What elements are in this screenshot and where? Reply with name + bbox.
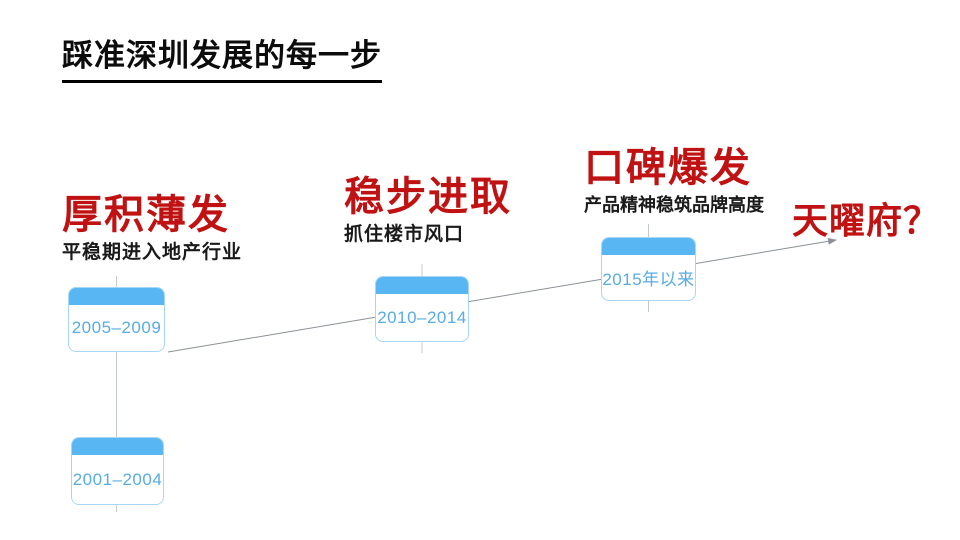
stage-4: 天曜府？: [792, 201, 940, 241]
stage-1-heading: 厚积薄发: [62, 193, 230, 237]
period-box-label: 2010–2014: [377, 307, 467, 327]
period-box-header: [376, 277, 468, 294]
stage-2-subtitle: 抓住楼市风口: [344, 224, 465, 245]
stage-1: 厚积薄发 平稳期进入地产行业: [62, 193, 242, 264]
stage-2-heading: 稳步进取: [344, 175, 512, 219]
stage-4-heading: 天曜府？: [792, 200, 941, 241]
stage-3-heading: 口碑爆发: [584, 146, 752, 190]
stage-3: 口碑爆发 产品精神稳筑品牌高度: [584, 146, 764, 216]
period-box-label: 2005–2009: [71, 318, 162, 337]
period-box-2010-2014: 2010–2014: [375, 276, 469, 342]
slide-title: 踩准深圳发展的每一步: [62, 30, 382, 83]
period-box-label: 2015年以来: [602, 270, 695, 289]
stage-3-subtitle: 产品精神稳筑品牌高度: [584, 195, 764, 215]
period-box-header: [69, 288, 164, 305]
stage-2: 稳步进取 抓住楼市风口: [344, 175, 512, 246]
period-box-header: [72, 438, 163, 455]
period-box-2015: 2015年以来: [601, 237, 696, 301]
period-box-2001-2004: 2001–2004: [71, 437, 164, 505]
growth-arrow-line: [167, 237, 837, 353]
period-box-label: 2001–2004: [72, 469, 163, 489]
period-box-2005-2009: 2005–2009: [68, 287, 165, 352]
period-box-header: [602, 238, 695, 255]
stage-1-subtitle: 平稳期进入地产行业: [62, 242, 243, 263]
